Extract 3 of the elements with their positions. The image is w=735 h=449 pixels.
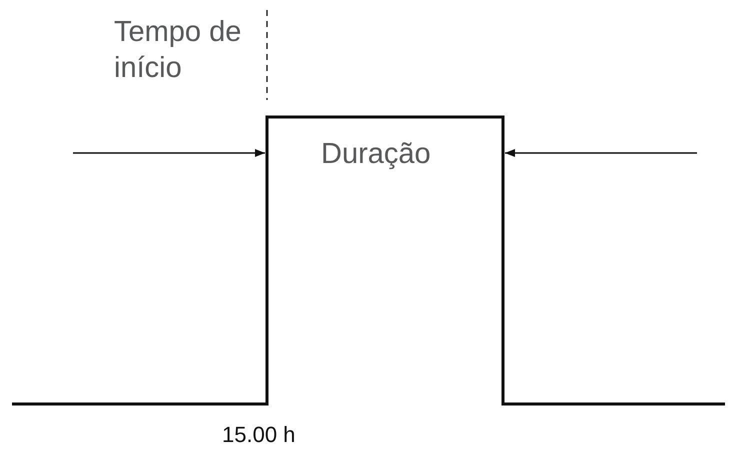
duration-label: Duração: [321, 137, 432, 172]
start-time-label: Tempo de início: [114, 15, 242, 86]
time-label: 15.00 h: [222, 421, 296, 448]
